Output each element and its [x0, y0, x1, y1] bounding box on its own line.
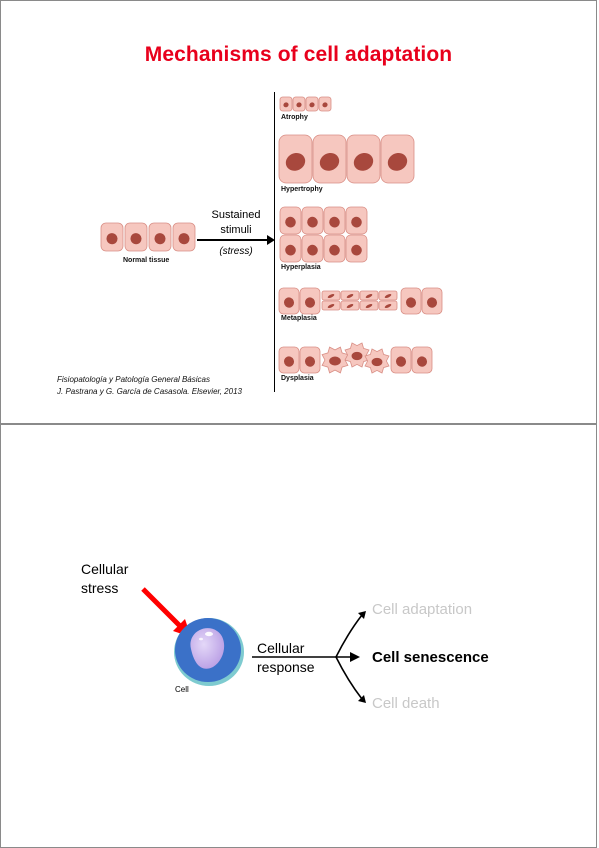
cell-nucleus	[426, 297, 438, 308]
citation-line-2: J. Pastrana y G. García de Casasola. Els…	[57, 387, 242, 396]
slide-cell-adaptation: Mechanisms of cell adaptation Normal tis…	[0, 0, 597, 424]
option-cell-death: Cell death	[372, 695, 440, 712]
slide-cellular-response: Cellular stress Cell Cellular response C…	[0, 424, 597, 848]
cell-nucleus	[346, 304, 354, 309]
cell-nucleus	[304, 297, 316, 308]
hypertrophy-label: Hypertrophy	[281, 186, 323, 193]
cell-nucleus	[304, 356, 316, 367]
stress-label: (stress)	[219, 246, 253, 257]
cell-nucleus	[285, 244, 296, 256]
cellular-response-line-2: response	[257, 659, 315, 675]
cell-nucleus	[285, 153, 306, 171]
cell-nucleus	[106, 233, 118, 245]
metaplasia-illustration	[278, 287, 443, 315]
cell-nucleus	[416, 356, 428, 367]
normal-tissue-illustration	[100, 222, 196, 252]
vertical-divider	[274, 92, 275, 392]
cell-nucleus	[283, 102, 289, 108]
cell-nucleus	[130, 233, 142, 245]
cell-nucleus	[296, 102, 302, 108]
cellular-stress-label: Cellular stress	[81, 560, 128, 598]
cell-nucleus	[178, 233, 190, 245]
response-arrows	[252, 611, 366, 703]
cell-nucleus	[371, 357, 383, 367]
cell-nucleus	[307, 216, 318, 228]
cell-nucleus	[154, 233, 166, 245]
cell-nucleus	[309, 102, 315, 108]
cell-nucleus	[387, 153, 408, 171]
hypertrophy-illustration	[278, 134, 415, 184]
cell-nucleus	[365, 304, 373, 309]
metaplasia-label: Metaplasia	[281, 315, 317, 322]
cell-illustration	[174, 618, 244, 686]
cellular-stress-line-2: stress	[81, 580, 119, 596]
cell-nucleus	[351, 351, 363, 361]
cell-nucleus	[353, 153, 374, 171]
cell-nucleus	[283, 356, 295, 367]
cell-nucleus	[384, 304, 392, 309]
sustained-stimuli-label: Sustained stimuli	[201, 208, 271, 238]
dysplasia-label: Dysplasia	[281, 375, 314, 382]
cell-nucleus	[351, 244, 362, 256]
atrophy-label: Atrophy	[281, 114, 308, 121]
stimuli-arrow	[197, 235, 275, 245]
normal-tissue-label: Normal tissue	[123, 257, 170, 264]
cell-nucleus	[405, 297, 417, 308]
option-cell-adaptation: Cell adaptation	[372, 601, 473, 618]
cellular-stress-line-1: Cellular	[81, 561, 129, 577]
cell-nucleus	[384, 294, 392, 299]
stimuli-line-2: stimuli	[220, 224, 252, 236]
cell-nucleus	[329, 244, 340, 256]
cellular-response-line-1: Cellular	[257, 640, 305, 656]
cell-nucleus	[351, 216, 362, 228]
slide-title: Mechanisms of cell adaptation	[144, 43, 453, 66]
atrophy-illustration	[279, 96, 332, 112]
cell-nucleus	[346, 294, 354, 299]
cell-nucleus	[319, 153, 340, 171]
cell-label: Cell	[175, 685, 189, 694]
cell-nucleus	[329, 356, 341, 366]
cell-nucleus	[329, 216, 340, 228]
cell-nucleus	[327, 304, 335, 309]
cell-nucleus	[283, 297, 295, 308]
option-cell-senescence: Cell senescence	[372, 649, 489, 666]
dysplasia-illustration	[278, 342, 433, 374]
cellular-response-label: Cellular response	[257, 639, 315, 677]
hyperplasia-label: Hyperplasia	[281, 264, 321, 271]
citation-line-1: Fisiopatología y Patología General Básic…	[57, 375, 210, 384]
cell-nucleus	[322, 102, 328, 108]
cell-nucleus	[395, 356, 407, 367]
stimuli-line-1: Sustained	[211, 209, 261, 221]
cell-nucleus	[285, 216, 296, 228]
cell-nucleus	[327, 294, 335, 299]
hyperplasia-illustration	[279, 206, 368, 263]
cell-nucleus	[307, 244, 318, 256]
cell-nucleus	[365, 294, 373, 299]
